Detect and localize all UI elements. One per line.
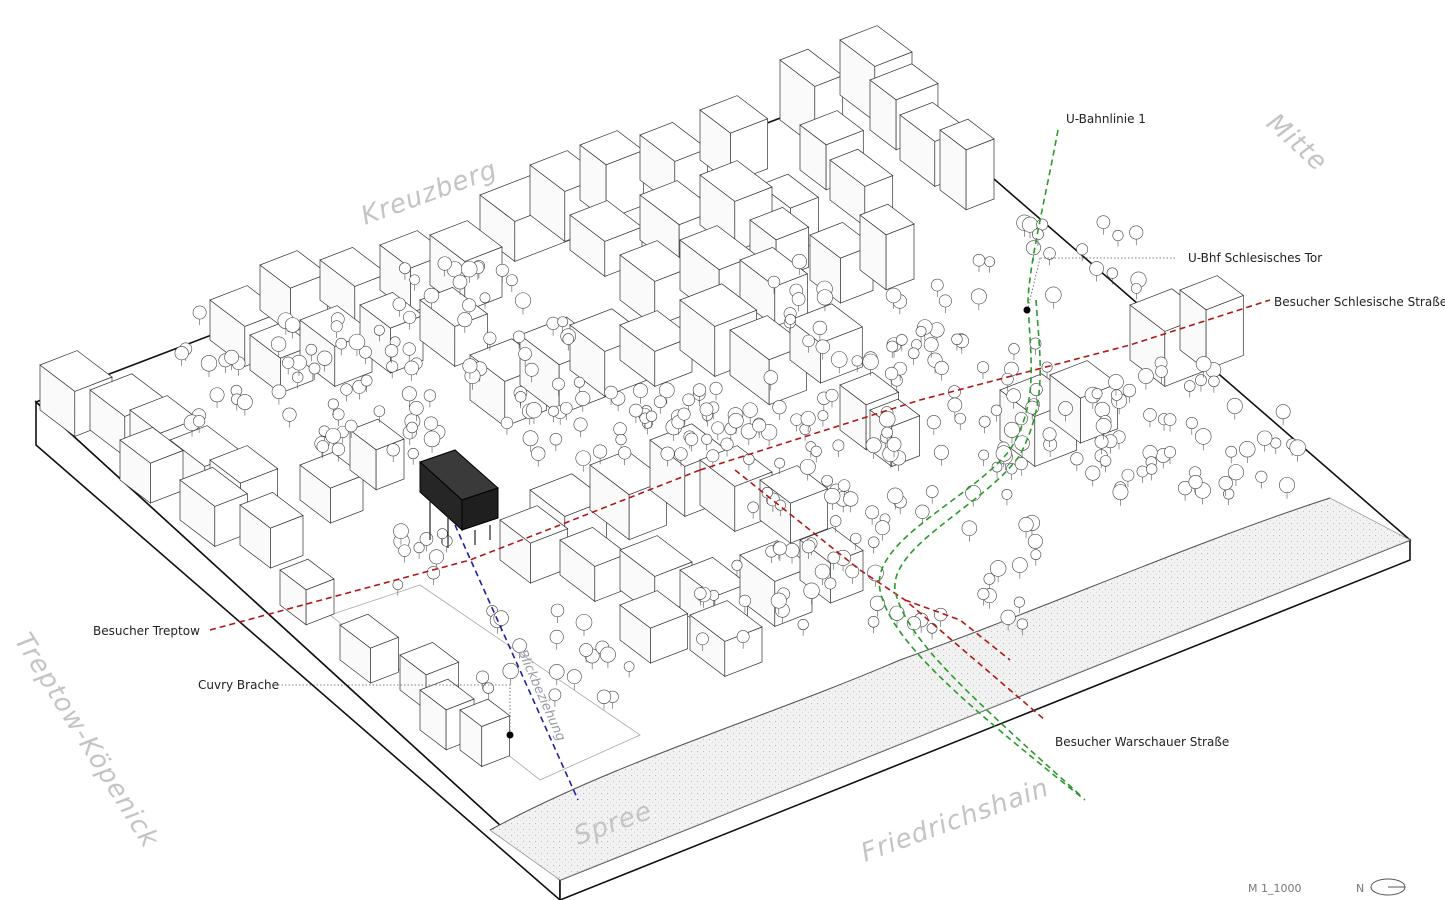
district-mitte: Mitte — [1260, 108, 1333, 178]
label-besucher-schlesische: Besucher Schlesische Straße — [1274, 295, 1445, 309]
district-treptow: Treptow-Köpenick — [8, 628, 165, 854]
view-axis-line — [454, 524, 579, 801]
u-bhf-point — [1023, 306, 1031, 314]
visitor-paths — [209, 299, 1271, 721]
street-trees — [174, 214, 1306, 710]
project-building — [419, 449, 499, 548]
label-besucher-treptow: Besucher Treptow — [93, 624, 200, 638]
label-u-bahnlinie: U-Bahnlinie 1 — [1066, 112, 1146, 126]
path-warschauer-branch — [904, 599, 1011, 661]
river-spree — [489, 497, 1411, 881]
district-friedrichshain: Friedrichshain — [857, 773, 1053, 869]
north-arrow-icon — [1370, 878, 1406, 896]
scale-label: M 1_1000 — [1248, 882, 1301, 895]
north-label: N — [1356, 882, 1364, 895]
label-cuvry-brache: Cuvry Brache — [198, 678, 279, 692]
cuvry-point — [506, 731, 514, 739]
leader-lines — [278, 257, 1175, 735]
label-besucher-warschauer: Besucher Warschauer Straße — [1055, 735, 1229, 749]
path-warschauer — [734, 469, 1046, 721]
u-bahn-line — [878, 129, 1086, 801]
path-schlesische — [699, 299, 1271, 471]
label-u-bhf: U-Bhf Schlesisches Tor — [1188, 251, 1322, 265]
path-treptow — [209, 469, 701, 631]
